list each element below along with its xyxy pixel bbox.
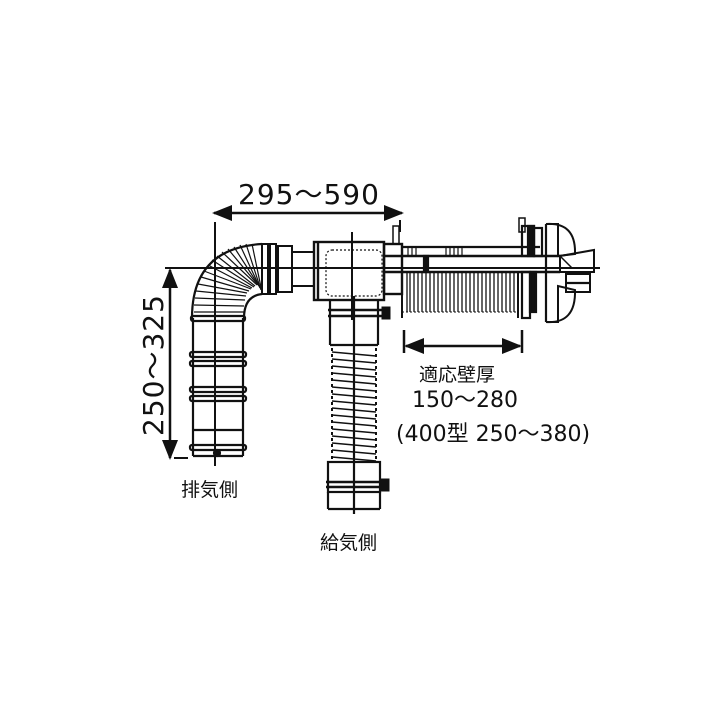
exhaust-vertical-pipe (188, 314, 248, 458)
wall-sleeve-bellows (401, 272, 519, 318)
horizontal-dimension-label: 295～590 (238, 178, 380, 211)
wall-terminal-cap (518, 217, 595, 324)
wall-thickness-alt-model: (400型 250～380) (396, 422, 591, 447)
vertical-dimension-label: 250～325 (137, 294, 170, 436)
wall-thickness-title: 適応壁厚 (419, 364, 496, 386)
intake-flexible-pipe (326, 300, 391, 511)
wall-thickness-range: 150～280 (412, 388, 518, 413)
flexible-elbow-exhaust (190, 242, 315, 319)
wall-thickness-dimension (402, 330, 524, 354)
intake-side-label: 給気側 (320, 532, 378, 554)
exhaust-side-label: 排気側 (181, 479, 239, 501)
